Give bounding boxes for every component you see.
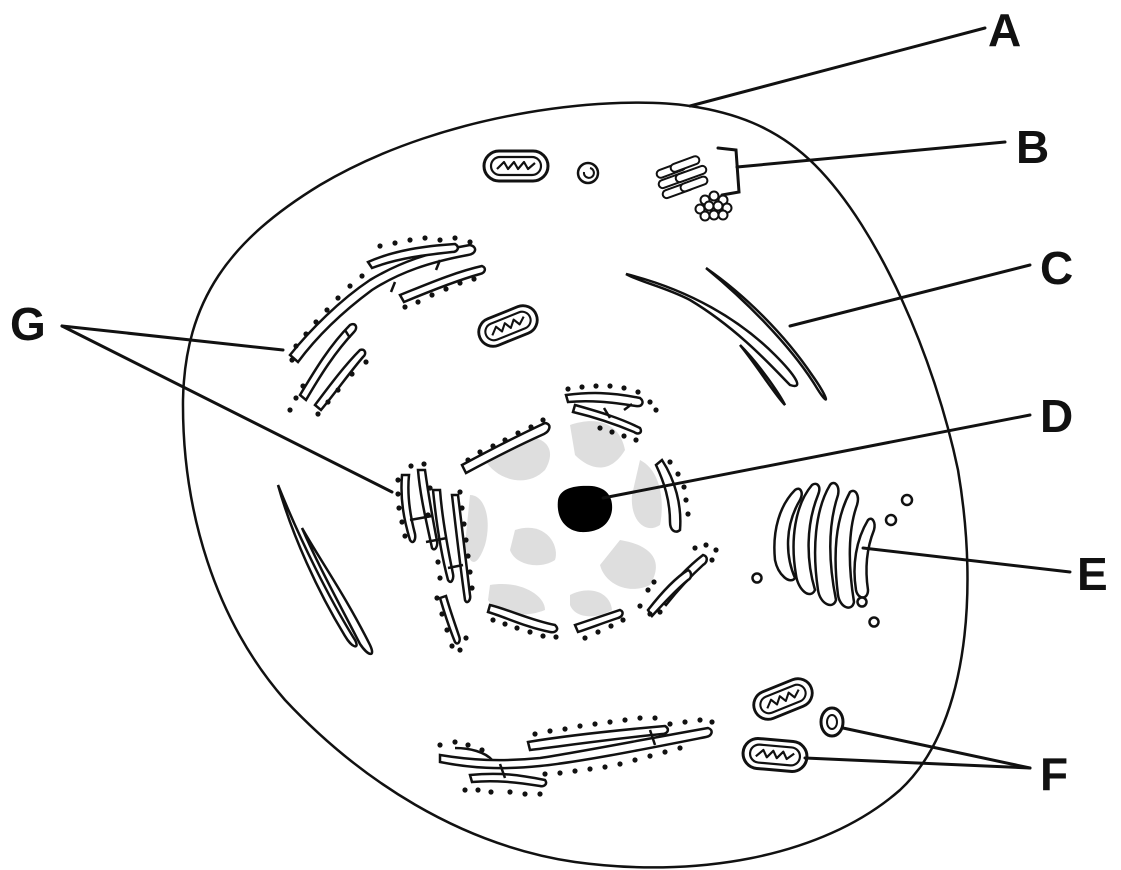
leader-line-a xyxy=(690,28,985,106)
vesicle xyxy=(578,163,598,183)
vesicle xyxy=(821,708,843,736)
label-d: D xyxy=(1040,390,1073,442)
label-f: F xyxy=(1040,748,1068,800)
nucleolus xyxy=(558,486,612,532)
label-g: G xyxy=(10,298,46,350)
mitochondrion xyxy=(742,737,808,772)
label-c: C xyxy=(1040,242,1073,294)
label-b: B xyxy=(1016,121,1049,173)
label-e: E xyxy=(1077,548,1108,600)
mitochondrion xyxy=(484,151,548,181)
label-a: A xyxy=(988,4,1021,56)
